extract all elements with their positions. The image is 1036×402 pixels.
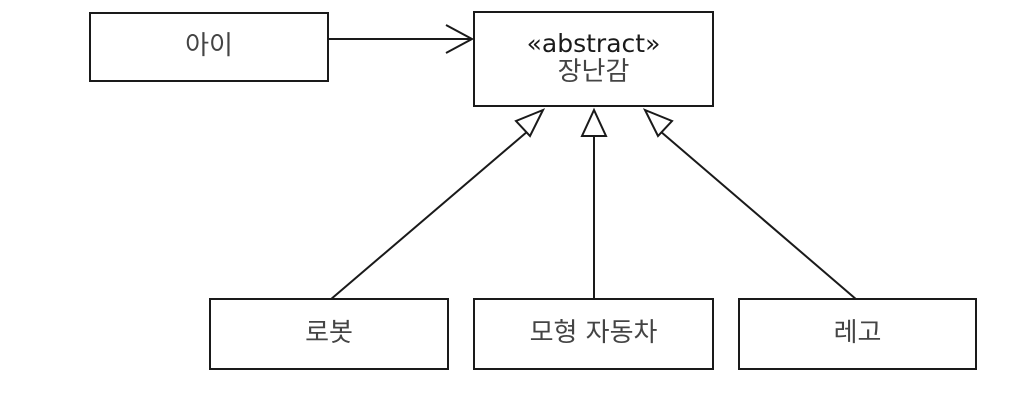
class-robot-name: 로봇 bbox=[305, 318, 353, 349]
class-toy-stereotype: «abstract» bbox=[526, 28, 661, 58]
class-robot: 로봇 bbox=[209, 298, 449, 370]
class-toy: «abstract» 장난감 bbox=[473, 11, 714, 107]
class-model-car-name: 모형 자동차 bbox=[529, 318, 658, 349]
generalization-line-lego bbox=[659, 130, 858, 301]
class-model-car: 모형 자동차 bbox=[473, 298, 714, 370]
generalization-arrowhead-robot bbox=[514, 108, 546, 138]
class-toy-name: 장난감 bbox=[557, 57, 630, 88]
association-arrowhead bbox=[445, 24, 475, 54]
class-lego-name: 레고 bbox=[833, 318, 882, 349]
generalization-arrowhead-lego bbox=[642, 108, 674, 138]
class-child-name: 아이 bbox=[185, 31, 233, 62]
class-lego: 레고 bbox=[738, 298, 977, 370]
generalization-line-robot bbox=[329, 130, 529, 301]
generalization-arrowhead-model-car bbox=[580, 107, 608, 137]
class-child: 아이 bbox=[89, 12, 329, 82]
